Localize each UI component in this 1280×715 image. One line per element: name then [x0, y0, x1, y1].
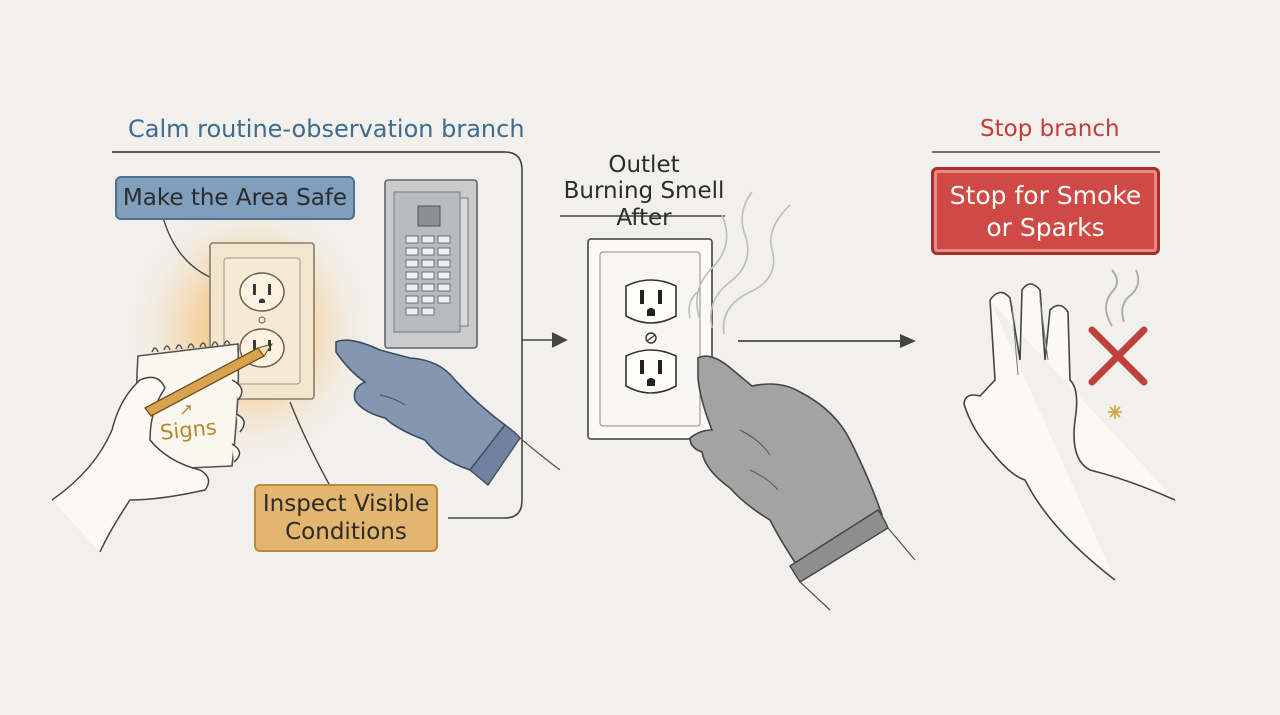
make-area-safe-label: Make the Area Safe — [115, 176, 355, 220]
center-title: Outlet Burning Smell After — [563, 152, 725, 231]
inspect-conditions-label: Inspect Visible Conditions — [254, 484, 438, 552]
inspect-line-1: Inspect Visible — [262, 491, 430, 517]
leader-line-safe — [161, 213, 213, 279]
inspect-line-2: Conditions — [285, 519, 407, 545]
stop-smoke-sparks-label: Stop for Smoke or Sparks — [931, 167, 1160, 255]
smoke-wisps — [688, 191, 791, 335]
breaker-panel — [384, 179, 478, 349]
holding-hand — [51, 376, 245, 553]
stop-line-1: Stop for Smoke — [949, 181, 1142, 210]
gloved-hand-pointing-blue — [335, 339, 561, 487]
spark-icon — [1108, 405, 1122, 419]
gloved-hand-pointing-gray — [689, 355, 916, 611]
stop-branch-title: Stop branch — [980, 116, 1120, 142]
flow-arrow — [738, 334, 916, 348]
red-x-mark — [1088, 326, 1148, 386]
center-outlet — [587, 238, 713, 440]
calm-branch-title: Calm routine-observation branch — [128, 115, 525, 143]
small-smoke — [1105, 269, 1140, 327]
stop-line-2: or Sparks — [986, 213, 1105, 242]
calm-branch-bracket — [112, 151, 568, 519]
raised-stop-hand — [963, 283, 1176, 581]
leader-line-inspect — [289, 401, 331, 487]
pencil — [144, 343, 274, 417]
